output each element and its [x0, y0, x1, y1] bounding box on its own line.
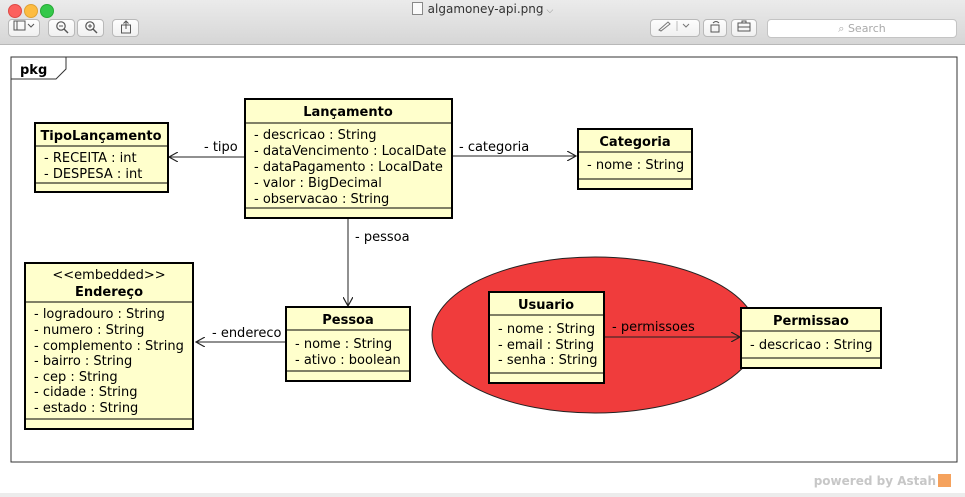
class-attr: - cidade : String — [34, 385, 138, 400]
window-title-text: algamoney-api.png — [427, 2, 544, 16]
astah-logo-icon — [938, 474, 951, 487]
rotate-icon — [710, 21, 720, 33]
sidebar-icon — [13, 20, 35, 31]
toolbox-button[interactable] — [731, 19, 757, 37]
class-attr: - numero : String — [34, 323, 144, 338]
markup-button[interactable] — [650, 19, 700, 37]
zoom-in-icon — [84, 21, 97, 34]
assoc-permissoes-label: - permissoes — [612, 320, 695, 335]
image-canvas: pkg - tipo - categoria - pessoa - endere… — [0, 45, 965, 493]
assoc-categoria-label: - categoria — [459, 140, 529, 155]
window-title[interactable]: algamoney-api.png⌵ — [0, 2, 965, 16]
search-input[interactable]: ⌕ Search — [767, 19, 957, 38]
class-title: Usuario — [518, 298, 574, 313]
class-lancamento[interactable]: Lançamento - descricao : String - dataVe… — [244, 98, 453, 219]
class-attr: - observacao : String — [254, 192, 389, 207]
toolbox-icon — [737, 20, 751, 32]
zoom-out-button[interactable] — [48, 19, 75, 37]
class-title: Pessoa — [322, 313, 374, 328]
zoom-in-button[interactable] — [77, 19, 104, 37]
share-button[interactable] — [112, 19, 139, 37]
class-attr: - logradouro : String — [34, 307, 165, 322]
class-attr: - DESPESA : int — [44, 167, 142, 182]
package-tab — [11, 57, 67, 80]
close-button[interactable] — [8, 4, 22, 18]
assoc-endereco-label: - endereco — [212, 326, 282, 341]
uml-diagram: pkg - tipo - categoria - pessoa - endere… — [10, 56, 958, 463]
assoc-pessoa-label: - pessoa — [355, 230, 410, 245]
zoom-out-icon — [55, 21, 68, 34]
class-attr: - dataPagamento : LocalDate — [254, 160, 443, 175]
class-pessoa[interactable]: Pessoa - nome : String - ativo : boolean — [285, 306, 411, 382]
class-attr: - valor : BigDecimal — [254, 176, 382, 191]
class-attr: - dataVencimento : LocalDate — [254, 144, 446, 159]
document-icon — [411, 2, 423, 15]
class-attr: - nome : String — [295, 337, 392, 352]
class-tipo-lancamento[interactable]: TipoLançamento - RECEITA : int - DESPESA… — [34, 122, 169, 193]
class-title: Permissao — [773, 314, 849, 329]
powered-by-label: powered by Astah — [814, 474, 951, 488]
class-attr: - complemento : String — [34, 339, 184, 354]
pen-icon — [658, 21, 690, 32]
class-attr: - descricao : String — [254, 128, 376, 143]
search-icon: ⌕ — [838, 22, 845, 35]
class-endereco[interactable]: <<embedded>> Endereço - logradouro : Str… — [24, 262, 194, 430]
class-attr: - nome : String — [498, 322, 595, 337]
title-bar: algamoney-api.png⌵ ⌕ Search — [0, 0, 965, 45]
zoom-button[interactable] — [40, 4, 54, 18]
rotate-button[interactable] — [703, 19, 727, 37]
class-title: Lançamento — [303, 105, 393, 120]
minimize-button[interactable] — [24, 4, 38, 18]
class-permissao[interactable]: Permissao - descricao : String — [740, 307, 882, 369]
class-box — [488, 291, 605, 384]
class-categoria[interactable]: Categoria - nome : String — [577, 128, 693, 190]
class-attr: - email : String — [498, 338, 594, 353]
class-attr: - nome : String — [587, 158, 684, 173]
class-box — [285, 306, 411, 382]
class-usuario[interactable]: Usuario - nome : String - email : String… — [488, 291, 605, 384]
class-stereotype: <<embedded>> — [52, 268, 165, 283]
class-attr: - RECEITA : int — [44, 151, 137, 166]
class-box — [244, 98, 453, 219]
class-attr: - senha : String — [498, 353, 597, 368]
search-placeholder: Search — [847, 22, 886, 35]
sidebar-button[interactable] — [8, 19, 40, 37]
class-attr: - ativo : boolean — [295, 353, 401, 368]
class-box — [24, 262, 194, 430]
package-label: pkg — [20, 63, 47, 78]
class-title: Categoria — [599, 135, 670, 150]
class-attr: - bairro : String — [34, 354, 132, 369]
class-attr: - cep : String — [34, 370, 118, 385]
class-title: TipoLançamento — [40, 129, 161, 144]
assoc-tipo-label: - tipo — [204, 140, 238, 155]
class-title: Endereço — [75, 285, 143, 300]
class-box — [34, 122, 169, 193]
share-icon — [120, 20, 131, 34]
class-attr: - descricao : String — [750, 338, 872, 353]
chevron-down-icon: ⌵ — [546, 6, 554, 16]
class-attr: - estado : String — [34, 401, 138, 416]
powered-by-text: powered by Astah — [813, 474, 936, 488]
